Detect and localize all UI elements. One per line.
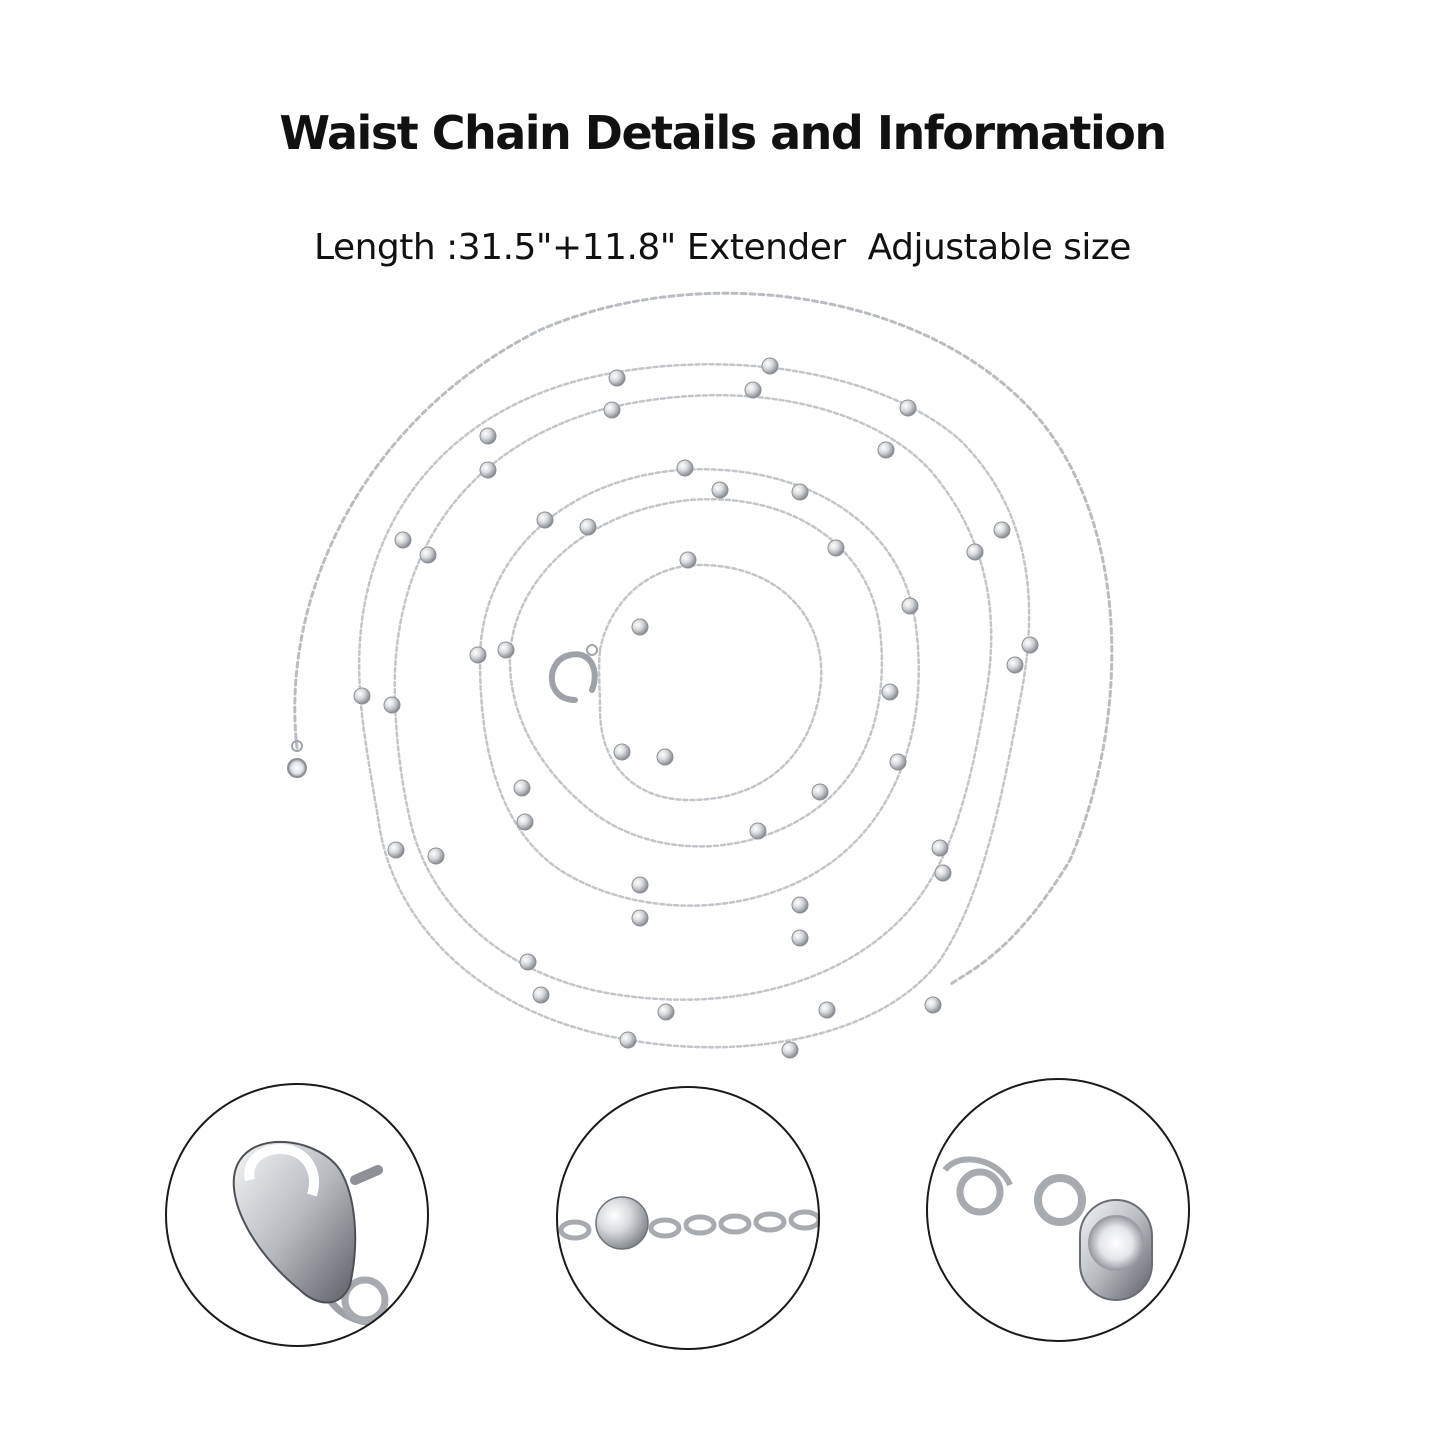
waist-chain-spiral (287, 291, 1114, 1059)
detail-circle-outline (165, 1083, 429, 1347)
chain-strand-2 (393, 393, 993, 1001)
bead-detail-view (556, 1086, 820, 1350)
detail-circle-outline (926, 1078, 1190, 1342)
chain-strand-1 (357, 363, 1031, 1049)
crystal-detail-view (926, 1078, 1190, 1342)
page-title: Waist Chain Details and Information (279, 106, 1167, 160)
detail-circle-outline (556, 1086, 820, 1350)
extender-chain (293, 291, 1114, 987)
chain-strand-3 (478, 468, 920, 907)
end-crystal (287, 758, 307, 778)
satellite-beads (353, 357, 1039, 1059)
center-clasp (548, 644, 598, 703)
chain-strand-4 (508, 497, 884, 848)
crystal-icon (1088, 1215, 1144, 1271)
length-info: Length :31.5"+11.8" Extender Adjustable … (314, 227, 1131, 268)
clasp-detail-view (165, 1083, 429, 1347)
lobster-clasp-icon (232, 1140, 357, 1304)
chain-strand-5 (597, 563, 823, 802)
bead-icon (595, 1196, 649, 1250)
